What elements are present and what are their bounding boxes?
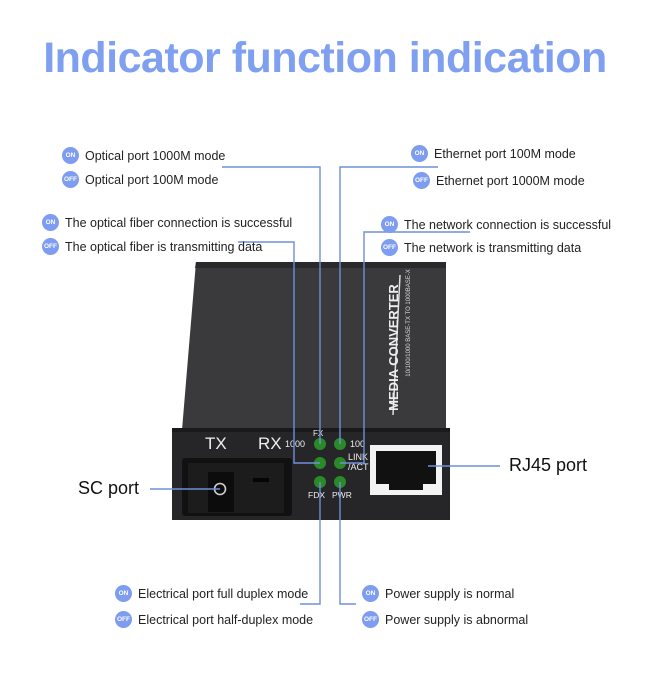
on-badge-icon: ON xyxy=(381,216,398,233)
sc-port-label: SC port xyxy=(78,478,140,498)
on-badge-icon: ON xyxy=(411,145,428,162)
on-badge-icon: ON xyxy=(62,147,79,164)
off-badge-icon: OFF xyxy=(381,239,398,256)
off-badge-icon: OFF xyxy=(362,611,379,628)
led-fx-label: FX xyxy=(313,429,324,438)
off-badge-icon: OFF xyxy=(62,171,79,188)
on-badge-icon: ON xyxy=(115,585,132,602)
led-link-label: LINK xyxy=(348,452,369,462)
led-1000-label: 1000 xyxy=(285,439,306,449)
led-fdx-label: FDX xyxy=(308,490,325,500)
rj45-port-label: RJ45 port xyxy=(509,455,588,475)
led-act-label: /ACT xyxy=(348,462,369,472)
rx-label: RX xyxy=(258,434,282,453)
led-pwr-label: PWR xyxy=(332,490,352,500)
tx-label: TX xyxy=(205,434,227,453)
on-badge-icon: ON xyxy=(42,214,59,231)
off-badge-icon: OFF xyxy=(42,238,59,255)
on-badge-icon: ON xyxy=(362,585,379,602)
page-title: Indicator function indication xyxy=(43,34,607,82)
led-100-label: 100 xyxy=(350,439,366,449)
off-badge-icon: OFF xyxy=(115,611,132,628)
off-badge-icon: OFF xyxy=(413,172,430,189)
